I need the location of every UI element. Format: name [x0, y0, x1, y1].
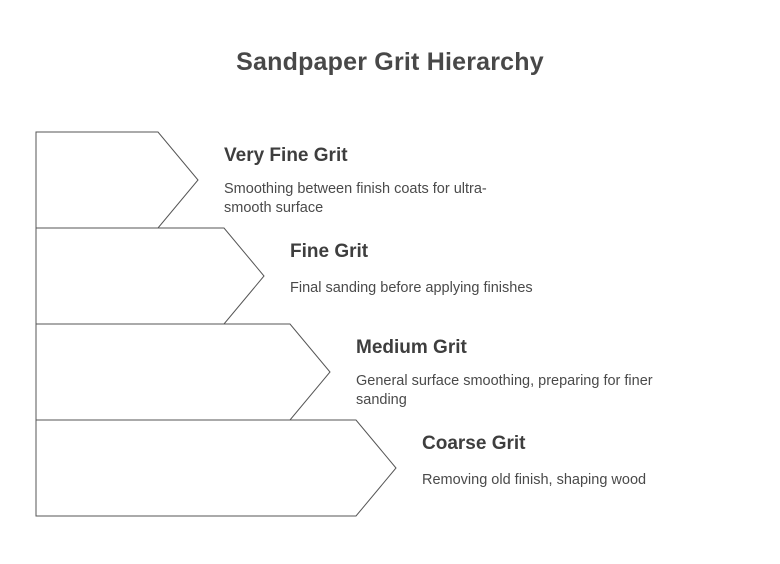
arrow-medium-grit — [35, 323, 331, 421]
level-desc-very-fine-grit: Smoothing between finish coats for ultra… — [224, 181, 487, 216]
level-desc-coarse-grit: Removing old finish, shaping wood — [422, 472, 647, 488]
level-desc-fine-grit: Final sanding before applying finishes — [290, 280, 533, 296]
arrow-fine-grit — [35, 227, 265, 325]
level-desc-medium-grit: General surface smoothing, preparing for… — [356, 373, 653, 408]
level-title-coarse-grit: Coarse Grit — [422, 433, 526, 454]
arrow-coarse-grit — [35, 419, 397, 517]
level-title-medium-grit: Medium Grit — [356, 337, 467, 358]
diagram-title: Sandpaper Grit Hierarchy — [236, 48, 544, 76]
level-title-fine-grit: Fine Grit — [290, 241, 369, 262]
level-title-very-fine-grit: Very Fine Grit — [224, 145, 348, 166]
arrow-very-fine-grit — [35, 131, 199, 229]
